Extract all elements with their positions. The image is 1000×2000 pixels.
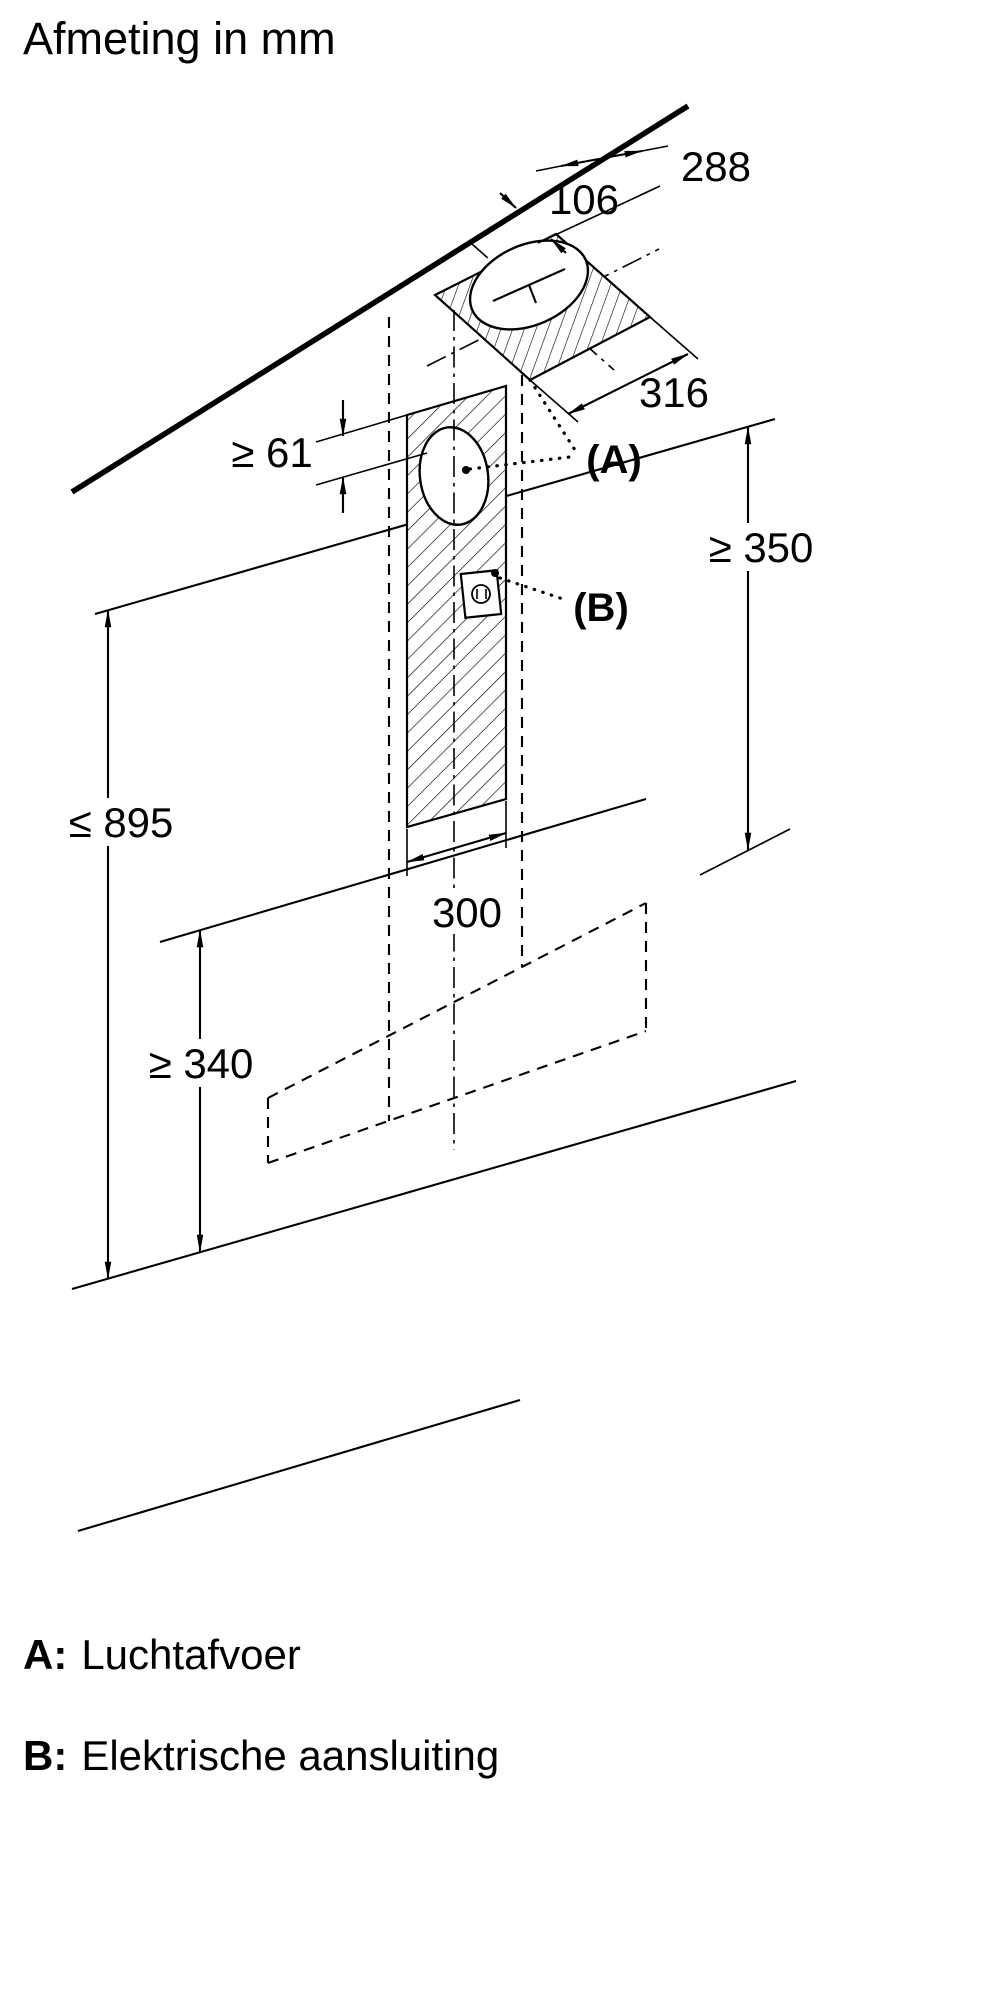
dimension-106: 106 — [499, 176, 661, 254]
duct-hole-stem — [528, 284, 537, 304]
chimney-dashed-outline — [266, 317, 648, 1164]
reference-lines — [70, 103, 797, 1533]
dimension-300-label-bg — [428, 888, 508, 934]
dimension-106-witness — [537, 185, 661, 244]
dimension-288-line — [560, 149, 643, 168]
dimension-316-witness-left — [529, 379, 579, 423]
dimension-340-label: ≥ 340 — [149, 1040, 254, 1087]
legend-entry-a: A: Luchtafvoer — [23, 1631, 301, 1678]
callout-b-label: (B) — [573, 586, 629, 630]
dimension-316-line — [567, 353, 689, 415]
dimension-106-arrow-bottom — [550, 238, 567, 254]
dimension-350-label-bg — [700, 523, 822, 571]
dimension-300: 300 — [406, 801, 508, 936]
dimension-340-label-bg — [142, 1039, 260, 1087]
ceiling-edge-line — [70, 103, 690, 495]
leader-a-from-outlet — [468, 455, 572, 471]
leader-b — [498, 576, 568, 602]
dimension-895-label-bg — [62, 798, 180, 846]
legend-entry-b: B: Elektrische aansluiting — [23, 1732, 499, 1779]
dimension-895-label: ≤ 895 — [69, 799, 174, 846]
dimension-106-arrow-top — [499, 192, 517, 209]
hood-bottom-reference-line — [159, 797, 647, 944]
air-outlet-point — [462, 466, 470, 474]
dimension-288-ext-right — [641, 145, 669, 152]
legend-a-text: Luchtafvoer — [81, 1631, 300, 1678]
dimension-106-label: 106 — [549, 176, 619, 223]
socket-icon — [471, 584, 491, 604]
legend-b-text: Elektrische aansluiting — [81, 1732, 499, 1779]
dimension-61: ≥ 61 — [231, 400, 347, 513]
callout-a-label: (A) — [586, 438, 642, 482]
dimension-316-label: 316 — [639, 369, 709, 416]
dimension-895: ≤ 895 — [62, 609, 180, 1280]
dimension-288-label: 288 — [681, 143, 751, 190]
electrical-connection-box — [459, 569, 503, 619]
dimension-350-label: ≥ 350 — [709, 524, 814, 571]
legend: A: Luchtafvoer B: Elektrische aansluiting — [23, 1631, 499, 1779]
duct-center-reference-line — [315, 452, 428, 486]
canopy-top-dashed-line — [267, 902, 647, 1099]
electrical-connection-point — [491, 569, 499, 577]
wall-mounting-plate-group — [405, 384, 508, 829]
callout-a: (A) — [468, 378, 642, 482]
leader-a-from-ceiling-plate — [528, 378, 577, 452]
callout-b: (B) — [498, 576, 629, 630]
dimension-300-line — [406, 831, 507, 864]
dimension-300-label: 300 — [432, 889, 502, 936]
dimension-350: ≥ 350 — [700, 426, 822, 851]
canopy-bottom-dashed-line — [267, 1030, 647, 1164]
dimension-316: 316 — [529, 316, 709, 423]
legend-a-key: A: — [23, 1631, 67, 1678]
dimension-288: 288 — [535, 143, 751, 190]
floor-line — [77, 1398, 521, 1533]
wall-plate-top-extension-line — [315, 414, 408, 443]
canopy-top-extension-line — [699, 828, 791, 876]
page-title: Afmeting in mm — [23, 13, 336, 64]
countertop-back-line — [71, 1079, 797, 1291]
dimension-316-witness-right — [649, 316, 699, 360]
dimension-288-ext-left — [535, 165, 562, 172]
legend-b-key: B: — [23, 1732, 67, 1779]
dimension-340: ≥ 340 — [142, 929, 260, 1253]
dimension-61-label: ≥ 61 — [231, 429, 312, 476]
